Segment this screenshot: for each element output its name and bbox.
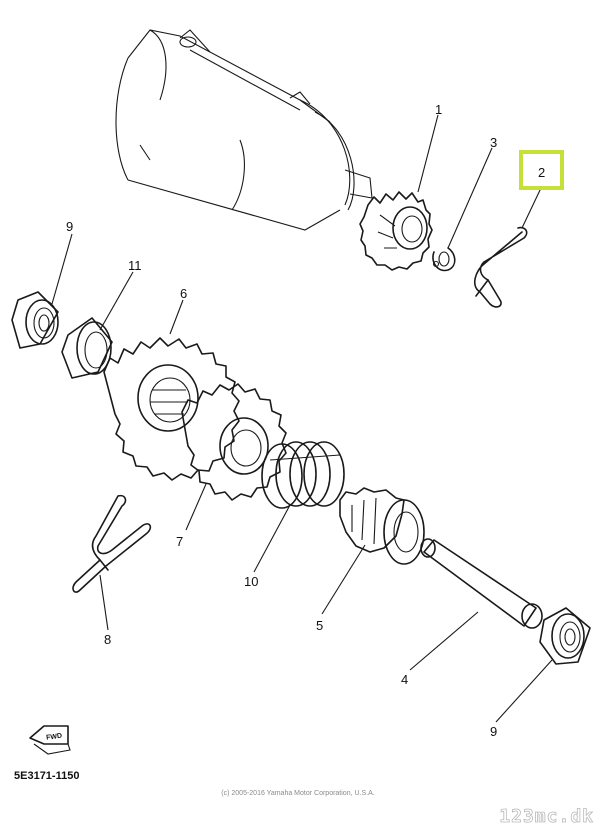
watermark: 123mc.dk: [499, 806, 594, 827]
label-part-11: 11: [128, 258, 142, 273]
label-part-8: 8: [104, 632, 111, 647]
bearing-part-9-upper: [11, 291, 59, 349]
highlight-box-part-2: [519, 150, 564, 190]
retaining-clip-part-8: [72, 494, 152, 593]
label-part-3: 3: [490, 135, 497, 150]
label-part-9-upper: 9: [66, 219, 73, 234]
label-part-2: 2: [538, 165, 545, 180]
circlip-part-3: [432, 247, 456, 272]
bearing-part-9-lower: [539, 607, 591, 665]
label-part-7: 7: [176, 534, 183, 549]
starter-motor-outline: [115, 29, 373, 231]
medium-gear-part-7: [181, 383, 287, 501]
leader-lines: [51, 114, 553, 723]
label-part-6: 6: [180, 286, 187, 301]
label-part-10: 10: [244, 574, 258, 589]
label-part-5: 5: [316, 618, 323, 633]
part-number-labels: 1 3 2 9 11 6 7 10 5 4 9 8: [66, 102, 545, 739]
forward-direction-arrow-icon: FWD: [29, 725, 71, 755]
label-part-1: 1: [435, 102, 442, 117]
copyright-notice: (c) 2005-2016 Yamaha Motor Corporation, …: [221, 790, 374, 797]
diagram-code: 5E3171-1150: [14, 770, 79, 782]
pinion-gear-part-1: [359, 191, 433, 271]
label-part-9-lower: 9: [490, 724, 497, 739]
shaft-part-4: [420, 538, 543, 629]
collar-part-11: [61, 317, 113, 379]
retaining-clip-part-2: [473, 226, 528, 308]
spring-part-10: [261, 441, 345, 509]
large-gear-part-6: [103, 337, 240, 481]
sleeve-part-5: [339, 487, 425, 565]
label-part-4: 4: [401, 672, 408, 687]
direction-marker-text: FWD: [46, 733, 63, 742]
